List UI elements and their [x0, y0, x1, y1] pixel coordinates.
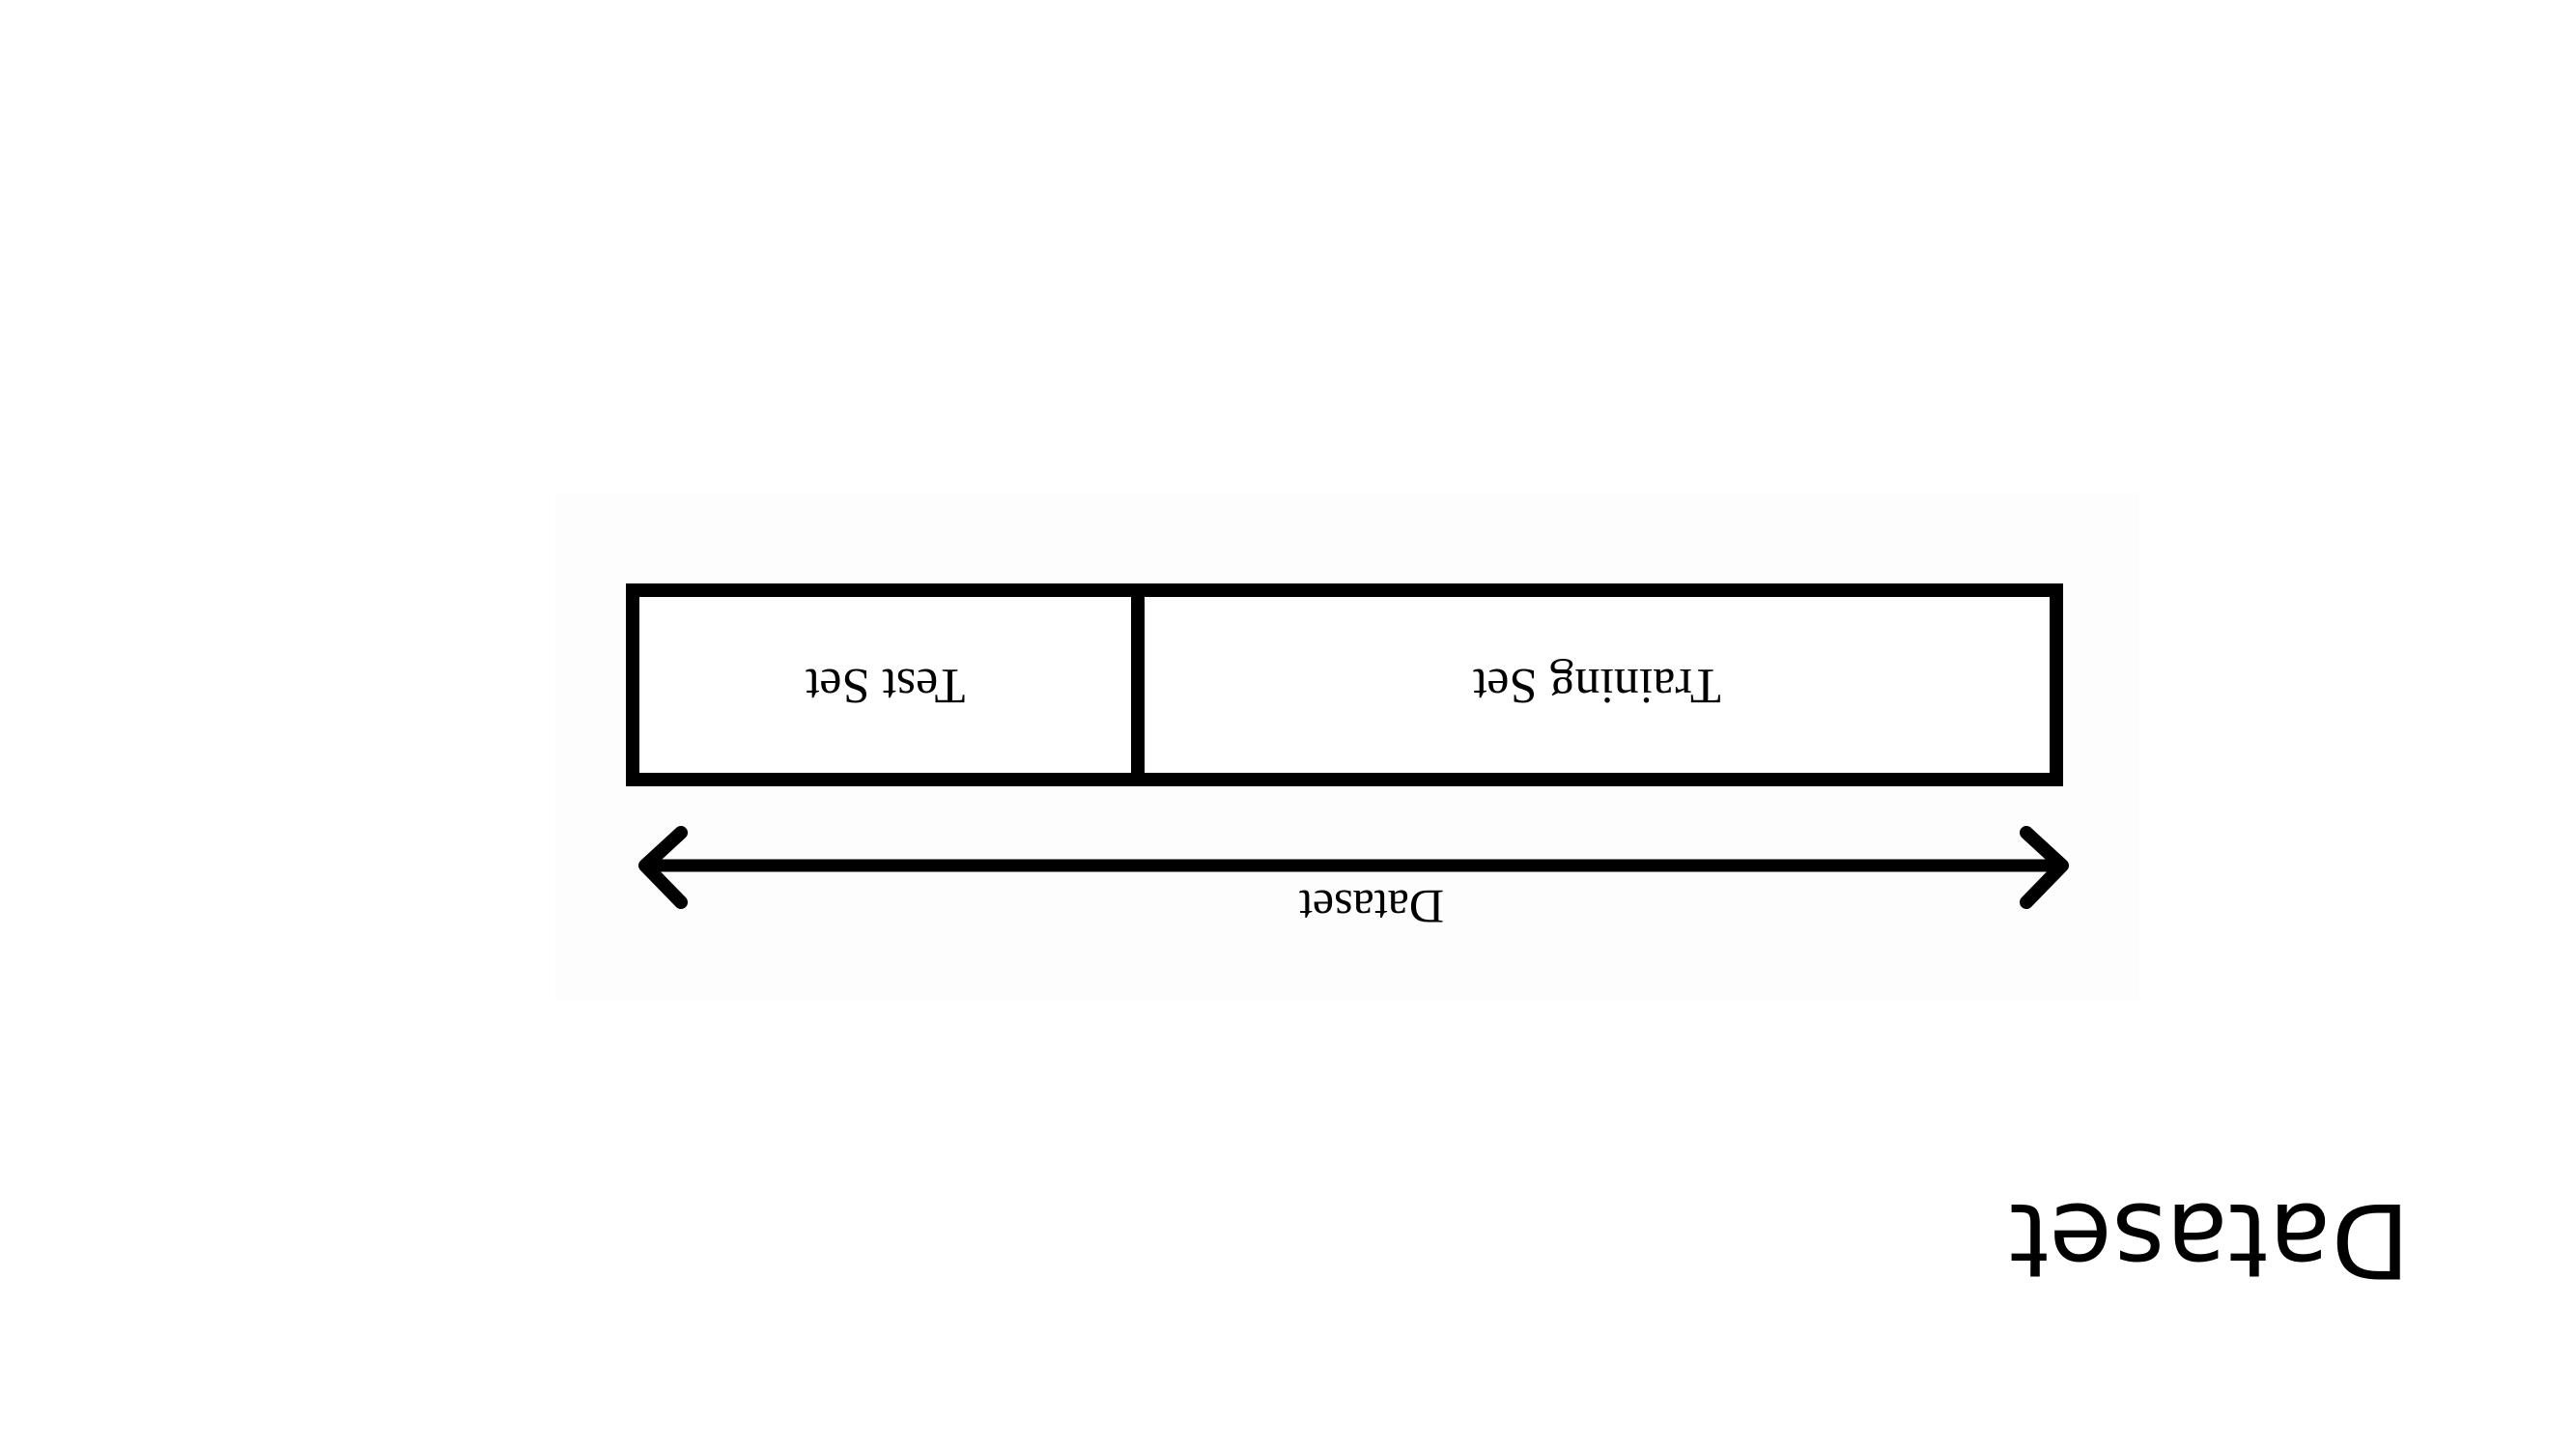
- training-set-label: Training Set: [1473, 657, 1721, 713]
- slide-title: Dataset: [2009, 1180, 2411, 1299]
- test-set-box: Test Set: [626, 583, 1145, 786]
- dataset-span-label: Dataset: [1299, 880, 1444, 934]
- test-set-label: Test Set: [805, 657, 966, 713]
- training-set-box: Training Set: [1131, 583, 2063, 786]
